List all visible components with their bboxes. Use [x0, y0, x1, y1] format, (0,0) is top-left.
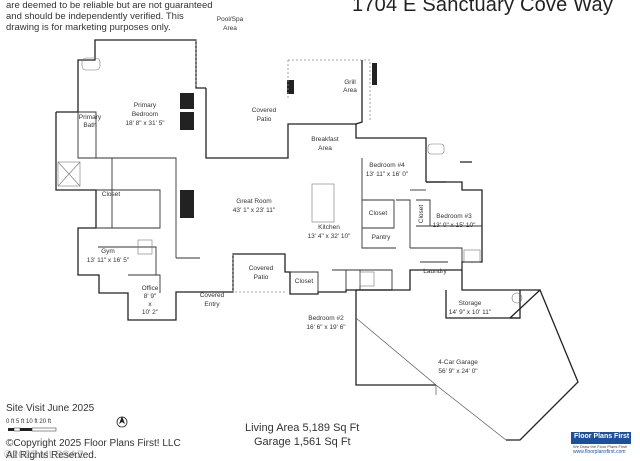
- logo-name: Floor Plans First: [574, 433, 630, 440]
- room-primary-bath-line1: Primary: [79, 114, 102, 121]
- disclaimer-line-3: drawing is for marketing purposes only.: [6, 22, 171, 33]
- garage-doors: [355, 317, 507, 441]
- fireplaces: [180, 63, 377, 218]
- room-bedroom3-dims: 13' 0" x 15' 10": [433, 222, 477, 229]
- room-covered-entry-line1: Covered: [200, 292, 225, 299]
- disclaimer-line-1: are deemed to be reliable but are not gu…: [6, 0, 213, 11]
- room-office-line3: x: [148, 301, 152, 308]
- room-gym-dims: 13' 11" x 16' 5": [87, 257, 130, 264]
- room-garage-dims: 56' 9" x 24' 0": [438, 368, 478, 375]
- room-kitchen-line1: Kitchen: [318, 224, 340, 231]
- room-garage-line1: 4-Car Garage: [438, 359, 478, 366]
- room-closet-b2: Closet: [295, 278, 314, 285]
- room-primary-bedroom-dims: 18' 8" x 31' 5": [125, 120, 165, 127]
- disclaimer-text: are deemed to be reliable but are not gu…: [6, 0, 213, 33]
- room-grill-line1: Grill: [344, 79, 356, 86]
- room-pool-spa-line2: Area: [223, 25, 237, 32]
- room-office-line1: Office: [142, 285, 159, 292]
- room-closet-b3: Closet: [418, 205, 425, 224]
- room-pantry: Pantry: [372, 234, 392, 241]
- copyright-text: ©Copyright 2025 Floor Plans First! LLC: [6, 438, 181, 449]
- site-visit-note: Site Visit June 2025: [6, 403, 95, 414]
- room-covered-patio-top-line2: Patio: [257, 116, 272, 123]
- room-pool-spa-line1: Pool/Spa: [217, 16, 244, 23]
- room-bedroom2-dims: 16' 6" x 19' 6": [306, 324, 346, 331]
- room-covered-entry-line2: Entry: [204, 301, 220, 308]
- room-office-line2: 8' 9": [144, 293, 157, 300]
- room-kitchen-dims: 13' 4" x 32' 10": [308, 233, 352, 240]
- logo-url: www.floorplansfirst.com: [573, 449, 626, 455]
- scale-bar: [8, 427, 57, 432]
- garage-area-text: Garage 1,561 Sq Ft: [254, 436, 351, 448]
- room-grill-line2: Area: [343, 87, 357, 94]
- room-laundry: Laundry: [423, 268, 447, 275]
- room-primary-bath-line2: Bath: [83, 122, 97, 129]
- logo-box: Floor Plans First: [571, 432, 631, 444]
- property-address: 1704 E Sanctuary Cove Way: [352, 0, 614, 16]
- room-great-room-line1: Great Room: [236, 198, 271, 205]
- room-labels: Pool/Spa Area Grill Area Primary Bath Pr…: [79, 16, 492, 375]
- disclaimer-line-2: and should be independently verified. Th…: [6, 11, 184, 22]
- room-covered-patio-bottom-line2: Patio: [254, 274, 269, 281]
- room-storage-line1: Storage: [459, 300, 482, 307]
- rights-text: All Rights Reserved.: [6, 450, 97, 461]
- room-office-line4: 10' 2": [142, 309, 159, 316]
- dashed-outlines: [195, 40, 371, 293]
- company-logo: Floor Plans First We Draw the Floor Plan…: [571, 432, 631, 455]
- room-breakfast-line1: Breakfast: [311, 136, 339, 143]
- room-bedroom3-line1: Bedroom #3: [436, 213, 472, 220]
- room-storage-dims: 14' 9" x 10' 11": [449, 309, 492, 316]
- room-primary-bedroom-line1: Primary: [134, 102, 157, 109]
- interior-walls: [77, 111, 482, 294]
- room-covered-patio-top-line1: Covered: [252, 107, 277, 114]
- room-closet-mid: Closet: [369, 210, 388, 217]
- scale-labels: 0 ft 5 ft 10 ft 20 ft: [6, 419, 52, 425]
- living-area-text: Living Area 5,189 Sq Ft: [245, 422, 360, 434]
- room-covered-patio-bottom-line1: Covered: [249, 265, 274, 272]
- fixtures: [57, 57, 523, 304]
- room-breakfast-line2: Area: [318, 145, 332, 152]
- room-gym-line1: Gym: [101, 248, 115, 255]
- room-bedroom4-line1: Bedroom #4: [369, 162, 405, 169]
- room-great-room-dims: 43' 1" x 23' 11": [233, 207, 276, 214]
- garage-walls: [355, 288, 579, 441]
- room-bedroom4-dims: 13' 11" x 16' 0": [366, 171, 409, 178]
- mls-watermark: ©2025 MLSSAZ: [4, 449, 84, 461]
- room-primary-bedroom-line2: Bedroom: [132, 111, 158, 118]
- room-bedroom2-line1: Bedroom #2: [308, 315, 344, 322]
- logo-tagline: We Draw the Floor Plans First!: [573, 444, 628, 449]
- room-closet-left: Closet: [102, 191, 121, 198]
- north-arrow-icon: [116, 416, 128, 428]
